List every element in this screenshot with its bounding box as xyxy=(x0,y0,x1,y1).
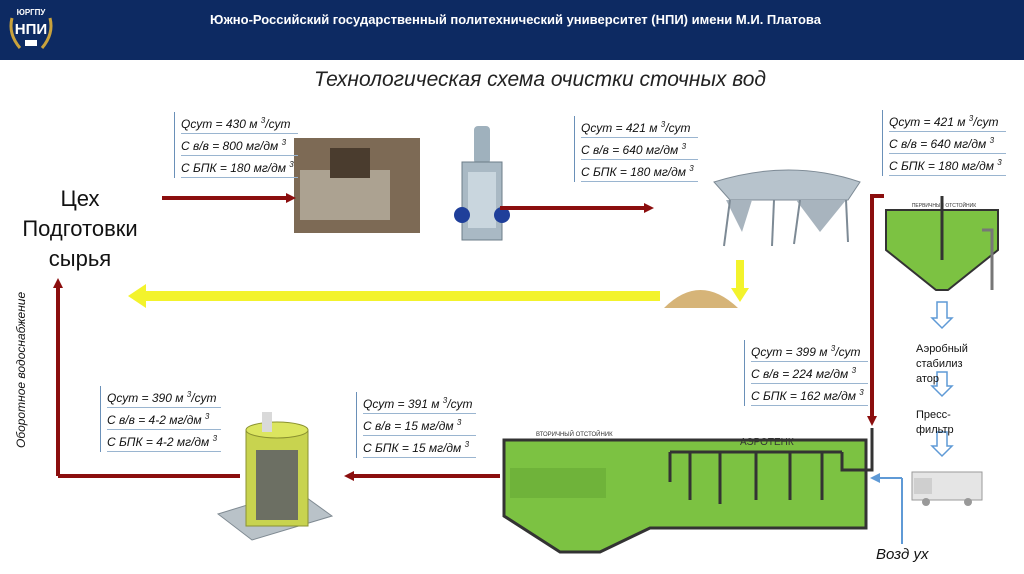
param-q: Qсут = 390 м 3/сут xyxy=(107,386,222,408)
sand-filter xyxy=(216,412,334,541)
aerobic-stabilizer-label: Аэробный стабилиз атор xyxy=(916,343,968,385)
param-q: Qсут = 399 м 3/сут xyxy=(751,340,868,362)
page-title: Технологическая схема очистки сточных во… xyxy=(314,68,767,91)
air-label: Возд ух xyxy=(876,546,929,563)
param-q: Qсут = 421 м 3/сут xyxy=(889,110,1006,132)
param-suspended: С в/в = 224 мг/дм 3 xyxy=(751,362,868,384)
sludge-arrows xyxy=(930,301,954,458)
aerotank-label: АЭРОТЕНК xyxy=(740,437,794,448)
params-after-filter: Qсут = 390 м 3/сут С в/в = 4-2 мг/дм 3 С… xyxy=(100,386,222,452)
primary-settler-label: ПЕРВИЧНЫЙ ОТСТОЙНИК xyxy=(912,201,976,209)
param-q: Qсут = 421 м 3/сут xyxy=(581,116,698,138)
sand-pile xyxy=(664,290,738,308)
param-suspended: С в/в = 4-2 мг/дм 3 xyxy=(107,408,222,430)
param-bpk: С БПК = 180 мг/дм 3 xyxy=(581,160,698,182)
logo-text-top: ЮРГПУ xyxy=(17,8,47,17)
param-bpk: С БПК = 15 мг/дм 3 xyxy=(363,436,477,458)
param-bpk: С БПК = 180 мг/дм 3 xyxy=(181,156,298,178)
sand-arrows xyxy=(128,260,749,308)
sand-trap xyxy=(713,169,861,247)
recycling-label: Оборотное водоснабжение xyxy=(14,291,28,448)
param-suspended: С в/в = 800 мг/дм 3 xyxy=(181,134,298,156)
flow-arrows xyxy=(53,193,884,481)
screen-device xyxy=(454,126,510,241)
header-bar: ЮРГПУ НПИ Южно-Российский государственны… xyxy=(0,0,1024,60)
param-suspended: С в/в = 640 мг/дм 3 xyxy=(581,138,698,160)
params-raw-water: Qсут = 430 м 3/сут С в/в = 800 мг/дм 3 С… xyxy=(174,112,298,178)
primary-settler: ПЕРВИЧНЫЙ ОТСТОЙНИК xyxy=(885,196,999,291)
param-q: Qсут = 430 м 3/сут xyxy=(181,112,298,134)
truck-icon xyxy=(911,471,983,506)
param-bpk: С БПК = 4-2 мг/дм 3 xyxy=(107,430,222,452)
logo-emblem: ЮРГПУ НПИ xyxy=(9,8,53,49)
press-filter-label: Пресс- фильтр xyxy=(916,409,954,436)
university-logo: ЮРГПУ НПИ xyxy=(6,4,56,56)
secondary-settler-label: ВТОРИЧНЫЙ ОТСТОЙНИК xyxy=(536,430,613,438)
params-after-screen: Qсут = 421 м 3/сут С в/в = 640 мг/дм 3 С… xyxy=(574,116,698,182)
param-bpk: С БПК = 162 мг/дм 3 xyxy=(751,384,868,406)
params-after-secondary: Qсут = 391 м 3/сут С в/в = 15 мг/дм 3 С … xyxy=(356,392,477,458)
param-suspended: С в/в = 640 мг/дм 3 xyxy=(889,132,1006,154)
param-bpk: С БПК = 180 мг/дм 3 xyxy=(889,154,1006,176)
param-suspended: С в/в = 15 мг/дм 3 xyxy=(363,414,477,436)
air-arrow xyxy=(870,473,903,544)
param-q: Qсут = 391 м 3/сут xyxy=(363,392,477,414)
university-name: Южно-Российский государственный политехн… xyxy=(210,12,821,27)
aerotank: АЭРОТЕНК ВТОРИЧНЫЙ ОТСТОЙНИК xyxy=(502,428,874,554)
logo-text-main: НПИ xyxy=(15,21,47,38)
workshop-label: Цех Подготовки сырья xyxy=(22,186,138,271)
params-after-sandtrap: Qсут = 421 м 3/сут С в/в = 640 мг/дм 3 С… xyxy=(882,110,1006,176)
params-after-primary: Qсут = 399 м 3/сут С в/в = 224 мг/дм 3 С… xyxy=(744,340,868,406)
